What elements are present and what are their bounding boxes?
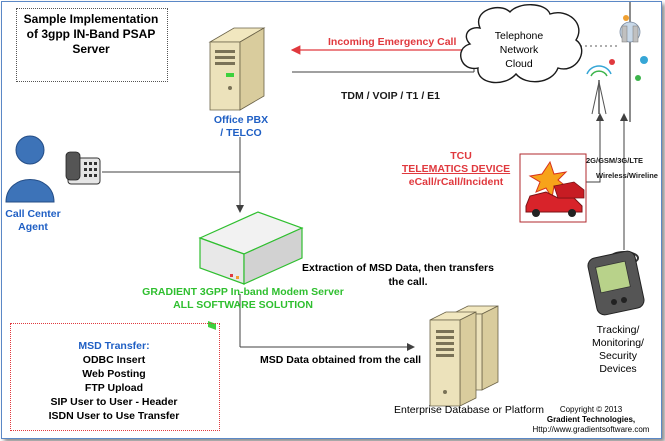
- tracking-label-4: Devices: [599, 363, 637, 375]
- agent-icon: [5, 135, 55, 203]
- car-crash-icon: [519, 153, 587, 223]
- title-line-2: of 3gpp IN-Band PSAP: [26, 27, 156, 41]
- tracking-label-1: Tracking/: [596, 324, 640, 336]
- msd-transfer-box: [10, 323, 220, 431]
- cloud-line-3: Cloud: [505, 58, 533, 70]
- agent-label-2: Agent: [18, 221, 48, 233]
- pbx-server-icon: [208, 27, 266, 111]
- tcu-line-1: TCU: [450, 150, 472, 162]
- copyright-line-3: Http://www.gradientsoftware.com: [532, 425, 650, 434]
- incoming-call-label: Incoming Emergency Call: [328, 36, 457, 48]
- msd-transfer-item: ODBC Insert: [82, 354, 146, 366]
- agent-label-1: Call Center: [5, 208, 61, 220]
- telephone-icon: [65, 151, 101, 185]
- tracking-label-2: Monitoring/: [592, 337, 644, 349]
- tcu-line-2: TELEMATICS DEVICE: [401, 163, 511, 175]
- extraction-label-1: Extraction of MSD Data, then transfers: [302, 262, 494, 274]
- msd-transfer-item: ISDN User to Use Transfer: [48, 410, 180, 422]
- connectors-layer: [102, 45, 628, 351]
- cloud-icon: [460, 4, 583, 84]
- enterprise-label: Enterprise Database or Platform: [394, 404, 544, 416]
- tcu-tower-arrow: [582, 113, 604, 183]
- extraction-label-2: the call.: [388, 276, 428, 288]
- pbx-label-1: Office PBX: [213, 114, 269, 126]
- msd-transfer-heading: MSD Transfer:: [78, 340, 150, 352]
- tracking-label-3: Security: [599, 350, 637, 362]
- trunk-label: TDM / VOIP / T1 / E1: [341, 90, 440, 102]
- copyright-line-1: Copyright © 2013: [559, 405, 623, 414]
- copyright-line-2: Gradient Technologies,: [546, 415, 636, 424]
- network-types-1: 2G/GSM/3G/LTE: [586, 156, 643, 165]
- modem-label-2: ALL SOFTWARE SOLUTION: [173, 299, 313, 311]
- tcu-line-3: eCall/rCall/Incident: [408, 176, 504, 188]
- title-box: [16, 8, 168, 82]
- database-server-icon: [429, 305, 499, 407]
- title-line-1: Sample Implementation: [23, 12, 159, 26]
- tracking-device-icon: [587, 250, 645, 316]
- msd-obtained-label: MSD Data obtained from the call: [260, 354, 422, 366]
- msd-transfer-item: SIP User to User - Header: [50, 396, 178, 408]
- pbx-label-2: / TELCO: [220, 127, 262, 139]
- cloud-line-2: Network: [499, 44, 539, 56]
- modem-server-icon: [198, 211, 304, 330]
- network-types-2: Wireless/Wireline: [596, 171, 658, 180]
- cell-tower-icon: [586, 2, 648, 122]
- cloud-line-1: Telephone: [494, 30, 544, 42]
- msd-transfer-item: Web Posting: [82, 368, 146, 380]
- title-line-3: Server: [72, 42, 110, 56]
- modem-label-1: GRADIENT 3GPP In-band Modem Server: [142, 286, 344, 298]
- msd-transfer-item: FTP Upload: [84, 382, 144, 394]
